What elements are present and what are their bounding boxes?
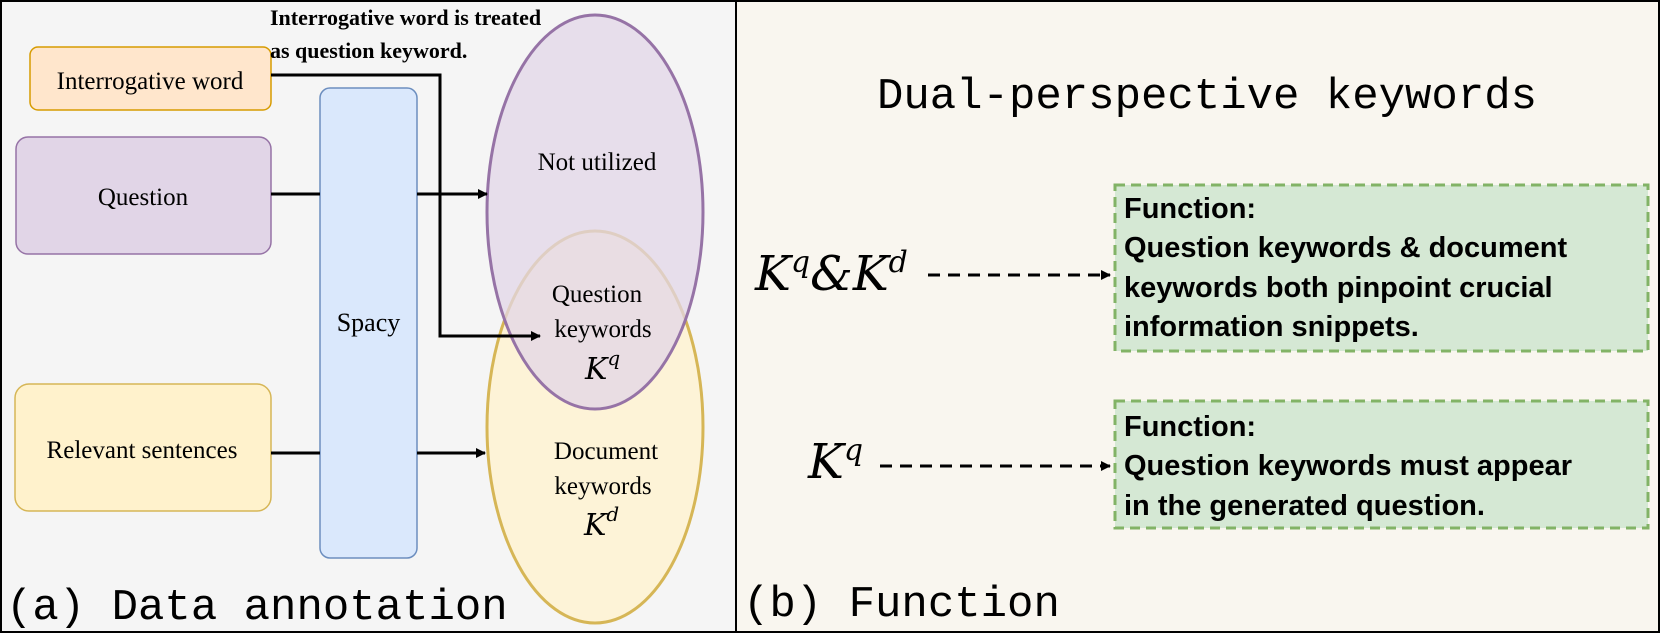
interrogative-note-line2: as question keyword. <box>270 38 467 63</box>
row1-function-line2: keywords both pinpoint crucial <box>1124 272 1553 304</box>
row1-symbol-base2: K <box>852 246 892 302</box>
question-keywords-symbol: Kq <box>584 346 620 387</box>
question-label: Question <box>98 184 189 211</box>
row2-symbol-base: K <box>807 434 847 490</box>
row2-function-line1: Question keywords must appear <box>1124 450 1572 482</box>
spacy-box <box>319 87 418 559</box>
question-keywords-symbol-sup: q <box>607 346 620 370</box>
arrow-interrogative-to-question-keywords <box>271 73 541 341</box>
row1-function-box <box>1113 183 1650 353</box>
interrogative-word-box <box>29 46 272 111</box>
spacy-label: Spacy <box>337 308 401 337</box>
row2-symbol-sup: q <box>844 433 863 468</box>
panel-a: Spacy Interrogative word Question Releva… <box>0 0 737 633</box>
row1-symbol-sup2: d <box>889 245 908 280</box>
not-utilized-label: Not utilized <box>538 149 657 176</box>
panel-b-caption: (b) Function <box>743 580 1060 630</box>
relevant-sentences-box <box>14 383 272 512</box>
interrogative-note-line1: Interrogative word is treated <box>270 5 541 30</box>
document-keywords-label-line2: keywords <box>554 473 651 500</box>
panel-b: Dual-perspective keywords Kq&Kd Function… <box>735 0 1660 633</box>
row1-symbol-sup1: q <box>791 245 810 280</box>
question-keywords-label-line2: keywords <box>554 316 651 343</box>
panel-a-caption: (a) Data annotation <box>6 583 508 633</box>
question-keywords-label-line1: Question <box>552 281 643 308</box>
document-keywords-symbol: Kd <box>583 502 619 543</box>
row1-function-heading: Function: <box>1124 193 1256 225</box>
question-keywords-symbol-base: K <box>584 352 609 387</box>
relevant-sentences-label: Relevant sentences <box>47 437 238 464</box>
document-keywords-symbol-sup: d <box>606 502 619 526</box>
document-keywords-label-line1: Document <box>554 438 658 465</box>
row1-symbol-base1: K <box>754 246 794 302</box>
row2-symbol: Kq <box>807 433 863 490</box>
panel-b-title: Dual-perspective keywords <box>877 72 1537 122</box>
row2-function-box <box>1113 399 1650 530</box>
question-keywords-ellipse <box>485 13 705 411</box>
interrogative-word-label: Interrogative word <box>57 68 244 95</box>
row2-function-heading: Function: <box>1124 411 1256 443</box>
document-keywords-symbol-base: K <box>583 508 608 543</box>
row1-function-line3: information snippets. <box>1124 311 1419 343</box>
row1-symbol: Kq&Kd <box>754 245 908 302</box>
row2-function-line2: in the generated question. <box>1124 490 1485 522</box>
row1-function-line1: Question keywords & document <box>1124 232 1567 264</box>
row1-symbol-amp: & <box>810 246 853 302</box>
